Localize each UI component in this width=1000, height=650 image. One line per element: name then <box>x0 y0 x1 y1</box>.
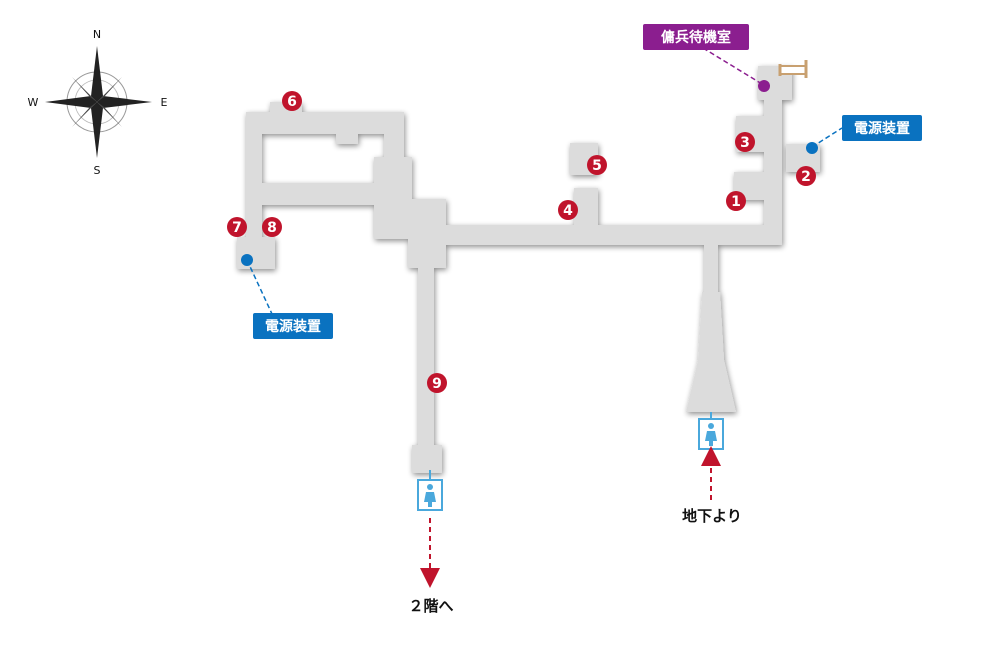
power-unit-west-leader <box>246 259 273 315</box>
svg-text:3: 3 <box>740 135 750 151</box>
compass-south-label: S <box>94 164 101 177</box>
mercenary-room-tag: 傭兵待機室 <box>643 24 749 50</box>
power-unit-west-dot <box>241 254 253 266</box>
compass-west-label: W <box>28 96 39 109</box>
compass-east-label: E <box>161 96 168 109</box>
elevator-icon <box>698 412 724 450</box>
funnel-hall <box>686 292 736 412</box>
power-unit-west-label: 電源装置 <box>265 318 321 335</box>
mercenary-room-label: 傭兵待機室 <box>661 29 731 46</box>
svg-text:7: 7 <box>232 220 242 236</box>
funnel-corridor <box>704 238 718 294</box>
south-elevator-hall <box>412 445 442 473</box>
svg-text:6: 6 <box>287 94 297 110</box>
svg-text:5: 5 <box>592 158 602 174</box>
marker-3: 3 <box>735 132 755 152</box>
marker-6: 6 <box>282 91 302 111</box>
elevator-icon <box>417 479 443 511</box>
marker-1: 1 <box>726 191 746 211</box>
compass-north-label: N <box>93 28 101 41</box>
marker-4: 4 <box>558 200 578 220</box>
power-unit-east-leader <box>811 127 843 148</box>
svg-text:9: 9 <box>432 376 442 392</box>
floor-plan <box>237 66 820 473</box>
svg-text:4: 4 <box>563 203 573 219</box>
power-unit-west-tag: 電源装置 <box>253 313 333 339</box>
marker-2: 2 <box>796 166 816 186</box>
svg-text:2: 2 <box>801 169 811 185</box>
marker-5: 5 <box>587 155 607 175</box>
west-wing-middle-corridor <box>246 183 396 205</box>
svg-text:8: 8 <box>267 220 277 236</box>
mercenary-room-leader <box>702 47 763 85</box>
power-unit-east-label: 電源装置 <box>854 120 910 137</box>
room-4 <box>574 188 598 228</box>
svg-text:1: 1 <box>731 194 741 210</box>
east-corridor <box>764 96 782 245</box>
west-wing-top-corridor <box>246 112 404 134</box>
marker-8: 8 <box>262 217 282 237</box>
central-hall <box>374 199 446 239</box>
west-room <box>237 237 275 269</box>
main-corridor <box>440 225 782 245</box>
power-unit-east-dot <box>806 142 818 154</box>
central-hall-upper <box>374 157 412 203</box>
to-second-floor-label: ２階へ <box>408 597 453 615</box>
from-basement-label: 地下より <box>682 507 742 525</box>
marker-9: 9 <box>427 373 447 393</box>
bed-icon <box>778 60 808 78</box>
west-wing-left-corridor <box>246 112 262 240</box>
compass-rose-icon: N S W E <box>28 28 168 177</box>
south-corridor <box>418 262 434 452</box>
power-unit-east-tag: 電源装置 <box>842 115 922 141</box>
mercenary-room-dot <box>758 80 770 92</box>
west-wing-small-nook <box>336 126 358 144</box>
marker-7: 7 <box>227 217 247 237</box>
